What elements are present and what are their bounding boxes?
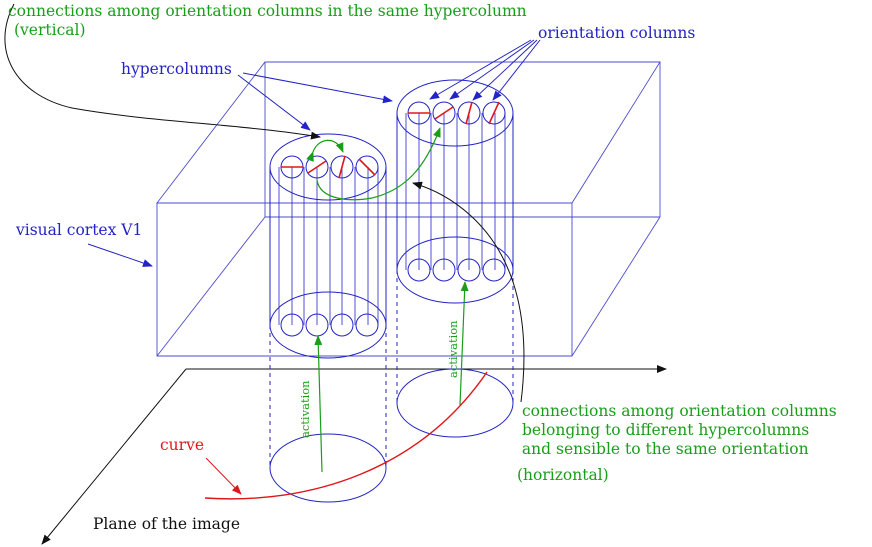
orientation-column-top [432, 101, 456, 125]
orientation-column-mid [432, 258, 456, 282]
orientation-column-mid [482, 258, 506, 282]
orientation-columns-arrow [429, 39, 532, 100]
orientation-columns-arrow [472, 39, 538, 101]
orientation-bar [358, 158, 376, 176]
orientation-bar [488, 101, 500, 125]
hc-right-bottom-ellipse [396, 368, 514, 438]
hypercolumns-arrow [237, 74, 311, 131]
activation-arrow-left [314, 335, 323, 473]
activation-arrow-right [459, 281, 469, 406]
visual-cortex-label: visual cortex V1 [16, 221, 143, 239]
orientation-column-top [482, 101, 506, 125]
horizontal-connections-line-1: connections among orientation columns [522, 402, 837, 420]
hc-right-orientation-bars [408, 101, 500, 125]
curve-label-arrow [205, 457, 242, 495]
vertical-connections-label: connections among orientation columns in… [8, 2, 527, 20]
orientation-column-mid [457, 258, 481, 282]
hypercolumns-arrow [242, 72, 393, 104]
hypercolumn-right [396, 79, 514, 438]
plane-of-image-label: Plane of the image [93, 515, 241, 533]
orientation-bar [338, 155, 346, 179]
box-back-diagonal-edge [156, 216, 266, 357]
horizontal-connection-arc [316, 127, 441, 201]
depth-axis [41, 368, 187, 545]
box-front-face [156, 202, 573, 357]
hypercolumns-label: hypercolumns [121, 60, 232, 78]
orientation-bar [434, 106, 454, 120]
orientation-column-mid [280, 313, 304, 337]
hypercolumn-left [269, 133, 387, 503]
visual-cortex-arrow [87, 243, 153, 267]
cortex-box [156, 61, 661, 357]
orientation-column-mid [330, 313, 354, 337]
image-plane-axes [41, 365, 667, 545]
horizontal-connections-line-3: and sensible to the same orientation [517, 440, 809, 458]
image-curve [204, 371, 488, 500]
vertical-connections-pointer [4, 3, 321, 140]
orientation-column-mid [355, 313, 379, 337]
vertical-connection-arc [306, 139, 344, 162]
orientation-columns-label: orientation columns [538, 24, 696, 42]
hc-right-top-ellipse [396, 79, 514, 147]
activation-label-right: activation [446, 320, 460, 378]
hc-left-bottom-ellipse [269, 433, 387, 503]
orientation-columns-arrow [492, 39, 541, 101]
orientation-column-top [457, 101, 481, 125]
activation-label-left: activation [298, 380, 312, 438]
orientation-columns-arrow [449, 39, 535, 100]
hc-left-orientation-bars [281, 155, 376, 179]
curve-label: curve [160, 436, 205, 454]
orientation-column-mid [407, 258, 431, 282]
orientation-column-top [355, 155, 379, 179]
vertical-connections-subtitle: (vertical) [14, 21, 86, 39]
box-right-bottom-edge [571, 216, 661, 357]
hc-left-top-ellipse [269, 133, 387, 201]
hc-left-mid-ellipse [269, 291, 387, 359]
horizontal-connections-pointer [412, 181, 525, 403]
orientation-bar [307, 160, 327, 174]
orientation-bar [465, 101, 473, 125]
horizontal-connections-line-4: (horizontal) [517, 466, 609, 484]
blue-label-arrows [87, 39, 541, 267]
hc-right-mid-ellipse [396, 236, 514, 304]
horizontal-connections-line-2: belonging to different hypercolumns [522, 421, 810, 439]
